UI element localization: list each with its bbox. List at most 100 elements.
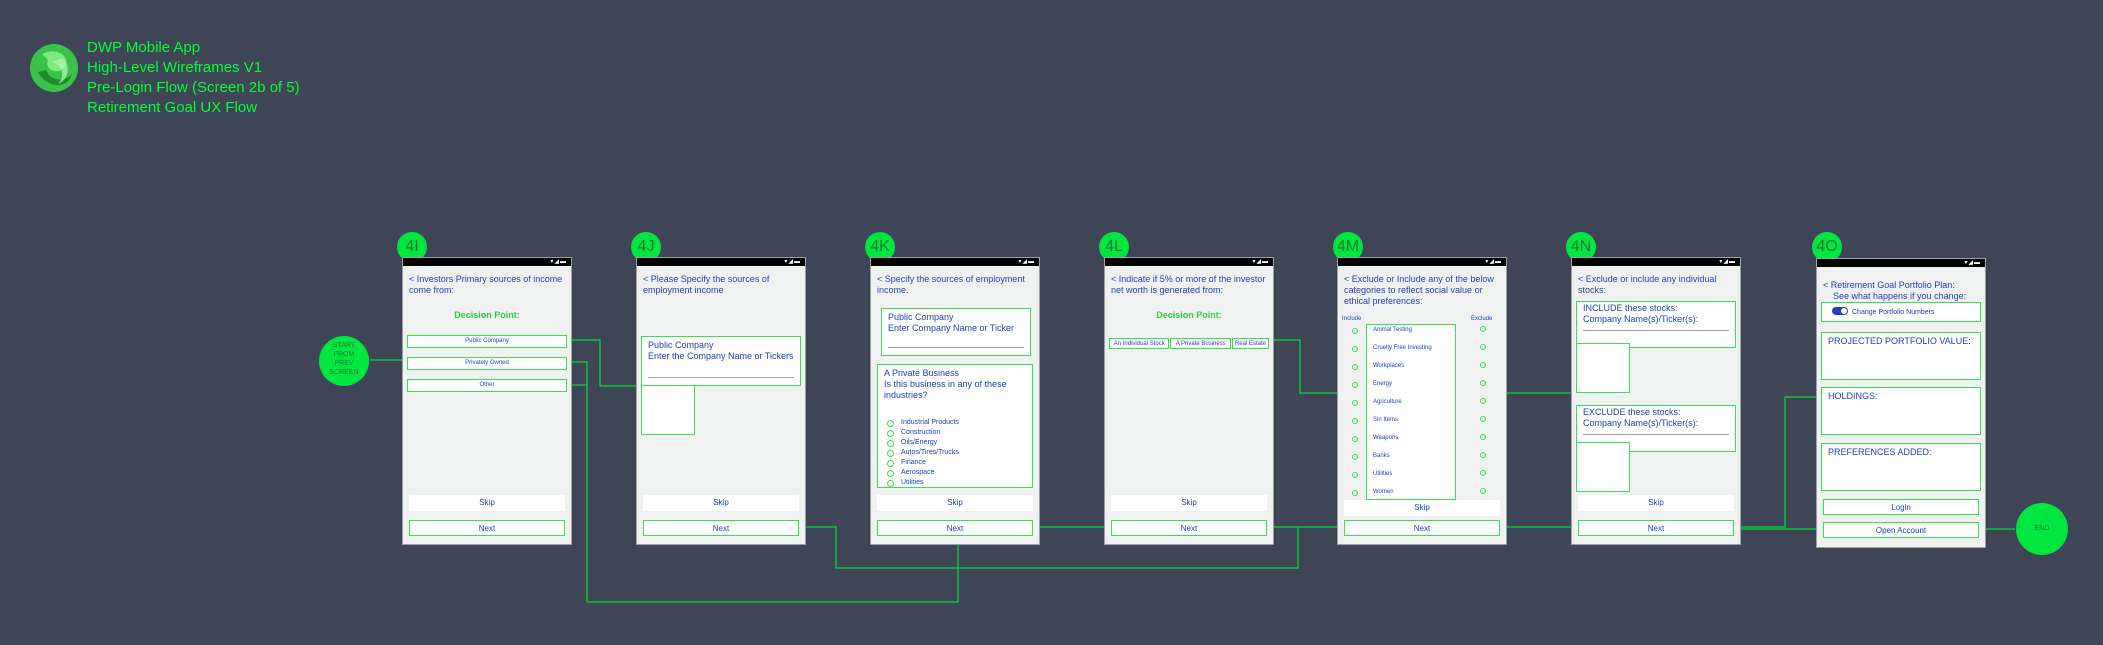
radio-icon (887, 460, 894, 467)
skip-button[interactable]: Skip (877, 495, 1033, 511)
industry-option[interactable]: Construction (887, 428, 959, 438)
status-icons: ▾◢▬ (550, 259, 567, 265)
screen-header: < Retirement Goal Portfolio Plan: See wh… (1823, 280, 1981, 302)
start-line-2: FROM (333, 351, 355, 358)
field-title: Public Company (888, 312, 954, 322)
status-bar: ▾◢▬ (1572, 258, 1740, 266)
industry-option[interactable]: Oils/Energy (887, 438, 959, 448)
radio-icon (887, 430, 894, 437)
change-portfolio-toggle-row[interactable]: Change Portfolio Numbers (1821, 302, 1981, 322)
radio-icon (887, 420, 894, 427)
start-line-3: PREV (334, 360, 354, 367)
private-title: A Private Business (884, 368, 960, 378)
include-radio-icon[interactable] (1352, 436, 1358, 442)
next-button[interactable]: Next (877, 520, 1033, 536)
field-underline (1583, 330, 1729, 331)
field-underline (648, 377, 794, 378)
screen-4m: ▾◢▬ < Exclude or Include any of the belo… (1337, 257, 1507, 545)
open-account-button[interactable]: Open Account (1823, 522, 1979, 538)
screen-header[interactable]: < Investors Primary sources of income co… (409, 274, 563, 295)
skip-button[interactable]: Skip (409, 495, 565, 511)
category-item: Sin Items (1373, 417, 1399, 423)
login-button[interactable]: Login (1823, 499, 1979, 515)
option-individual-stock[interactable]: An Individual Stock (1109, 338, 1170, 349)
exclude-prompt: Company Name(s)/Ticker(s): (1583, 418, 1699, 428)
start-line-1: START (332, 342, 356, 349)
plan-title[interactable]: < Retirement Goal Portfolio Plan: (1823, 280, 1955, 290)
decision-point-label: Decision Point: (454, 310, 520, 320)
option-public-company[interactable]: Public Company (407, 335, 567, 348)
industry-option[interactable]: Utilities (887, 478, 959, 488)
status-bar: ▾◢▬ (1817, 259, 1985, 267)
category-item: Energy (1373, 381, 1393, 387)
status-icons: ▾◢▬ (1018, 259, 1035, 265)
plan-subtitle: See what happens if you change: (1833, 291, 1967, 301)
field-prompt: Enter Company Name or Ticker (888, 323, 1015, 333)
exclude-empty-box (1576, 442, 1630, 492)
app-logo (30, 44, 78, 92)
next-button[interactable]: Next (409, 520, 565, 536)
exclude-stocks-input[interactable]: EXCLUDE these stocks: Company Name(s)/Ti… (1576, 405, 1736, 452)
screen-header[interactable]: < Exclude or include any individual stoc… (1578, 274, 1717, 295)
exclude-radio-icon[interactable] (1480, 488, 1486, 494)
category-item: Animal Testing (1373, 327, 1412, 333)
category-item: Weapons (1373, 435, 1399, 441)
include-radio-icon[interactable] (1352, 490, 1358, 496)
skip-button[interactable]: Skip (1111, 495, 1267, 511)
include-radio-icon[interactable] (1352, 346, 1358, 352)
exclude-radio-icon[interactable] (1480, 326, 1486, 332)
screen-header[interactable]: < Indicate if 5% or more of the investor… (1111, 274, 1266, 295)
exclude-radio-icon[interactable] (1480, 434, 1486, 440)
toggle-switch-icon[interactable] (1832, 307, 1848, 315)
include-radio-icon[interactable] (1352, 418, 1358, 424)
option-private-business[interactable]: A Private Business (1170, 338, 1231, 349)
screen-header[interactable]: < Please Specify the sources of employme… (643, 274, 770, 295)
industry-option[interactable]: Finance (887, 458, 959, 468)
industry-option[interactable]: Autos/Tires/Trucks (887, 448, 959, 458)
include-radio-icon[interactable] (1352, 454, 1358, 460)
radio-icon (887, 480, 894, 487)
include-radio-icon[interactable] (1352, 364, 1358, 370)
include-radio-icon[interactable] (1352, 382, 1358, 388)
status-icons: ▾◢▬ (1719, 259, 1736, 265)
public-company-input[interactable]: Public Company Enter the Company Name or… (641, 336, 801, 386)
include-radio-icon[interactable] (1352, 400, 1358, 406)
projected-label: PROJECTED PORTFOLIO VALUE: (1828, 336, 1971, 346)
skip-button[interactable]: Skip (643, 495, 799, 511)
include-title: INCLUDE these stocks: (1583, 303, 1678, 313)
title-line-flow: Pre-Login Flow (Screen 2b of 5) (87, 79, 300, 96)
industry-option[interactable]: Aerospace (887, 468, 959, 478)
skip-button[interactable]: Skip (1344, 500, 1500, 516)
exclude-radio-icon[interactable] (1480, 380, 1486, 386)
status-bar: ▾◢▬ (403, 258, 571, 266)
skip-button[interactable]: Skip (1578, 495, 1734, 511)
public-company-input[interactable]: Public Company Enter Company Name or Tic… (881, 308, 1031, 356)
exclude-radio-icon[interactable] (1480, 398, 1486, 404)
category-item: Cruelty Free Investing (1373, 345, 1432, 351)
include-radio-icon[interactable] (1352, 472, 1358, 478)
screen-header[interactable]: < Exclude or Include any of the below ca… (1344, 274, 1494, 306)
industry-option[interactable]: Industrial Products (887, 418, 959, 428)
option-privately-owned[interactable]: Privately Owned (407, 357, 567, 370)
next-button[interactable]: Next (643, 520, 799, 536)
screen-header[interactable]: < Specify the sources of employment inco… (877, 274, 1025, 295)
screen-4j: ▾◢▬ < Please Specify the sources of empl… (636, 257, 806, 545)
projected-portfolio-box: PROJECTED PORTFOLIO VALUE: (1821, 332, 1981, 380)
next-button[interactable]: Next (1578, 520, 1734, 536)
next-button[interactable]: Next (1111, 520, 1267, 536)
exclude-radio-icon[interactable] (1480, 344, 1486, 350)
exclude-radio-icon[interactable] (1480, 416, 1486, 422)
radio-icon (887, 450, 894, 457)
exclude-radio-icon[interactable] (1480, 362, 1486, 368)
include-radio-icon[interactable] (1352, 328, 1358, 334)
next-button[interactable]: Next (1344, 520, 1500, 536)
include-stocks-input[interactable]: INCLUDE these stocks: Company Name(s)/Ti… (1576, 301, 1736, 348)
category-item: Workplaces (1373, 363, 1405, 369)
option-real-estate[interactable]: Real Estate (1231, 338, 1270, 349)
option-other[interactable]: Other (407, 379, 567, 392)
exclude-radio-icon[interactable] (1480, 470, 1486, 476)
diagram-title-block: DWP Mobile App High-Level Wireframes V1 … (87, 38, 300, 118)
exclude-radio-icon[interactable] (1480, 452, 1486, 458)
preferences-label: PREFERENCES ADDED: (1828, 447, 1932, 457)
